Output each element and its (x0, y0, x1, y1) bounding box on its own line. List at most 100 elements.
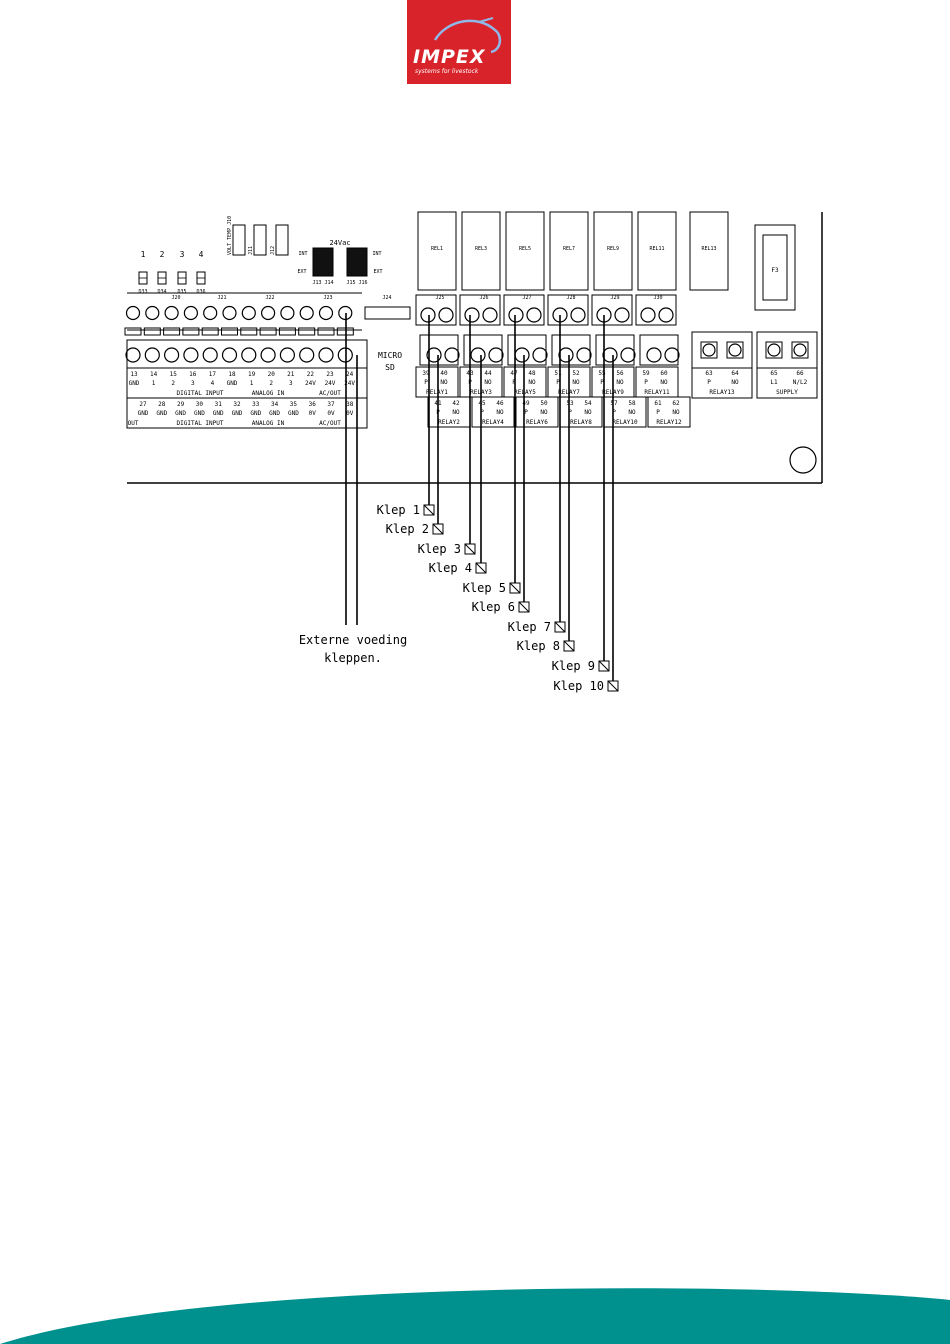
group-label: DIGITAL INPUT (177, 420, 224, 427)
ext-label: EXT (373, 269, 382, 275)
relay-name: RELAY10 (612, 419, 638, 426)
jumper-housing (232, 224, 246, 256)
terminal-screw (602, 347, 618, 363)
terminal-function: GND (250, 410, 261, 417)
relay-coil-label: REL9 (607, 246, 619, 252)
terminal-number: 21 (287, 371, 295, 378)
valve-symbol-diagonal (432, 523, 444, 535)
power-label-table (691, 367, 753, 399)
ext-label: EXT (297, 269, 306, 275)
relay-name: RELAY12 (656, 419, 682, 426)
terminal-number: 17 (209, 371, 217, 378)
terminal-screw (570, 307, 586, 323)
valve-label: Klep 10 (553, 679, 604, 693)
terminal-function: 24V (305, 380, 316, 387)
partial-label: OUT (128, 420, 139, 427)
terminal-number: 52 (572, 370, 580, 377)
terminal-screw (728, 343, 742, 357)
terminal-number: 53 (566, 400, 574, 407)
jumper-block (346, 247, 368, 277)
relay-name: RELAY4 (482, 419, 504, 426)
power-label-table (756, 367, 818, 399)
terminal-tab (201, 327, 219, 336)
terminal-screw (640, 307, 656, 323)
terminal-number: 44 (484, 370, 492, 377)
terminal-function: GND (175, 410, 186, 417)
terminal-number: 66 (796, 370, 804, 377)
terminal-number: 40 (440, 370, 448, 377)
terminal-screw (203, 305, 218, 321)
terminal-function: 0V (309, 410, 317, 417)
connector-id: J30 (653, 295, 662, 301)
connector-id: J25 (435, 295, 444, 301)
relay-coil-label: REL11 (649, 246, 664, 252)
terminal-screw (514, 347, 530, 363)
terminal-screw (444, 347, 460, 363)
relay-pin: NO (572, 379, 580, 386)
relay-terminal-block (591, 294, 633, 326)
terminal-function: GND (213, 410, 224, 417)
relay-pin: NO (731, 379, 739, 386)
relay-coil (549, 211, 589, 291)
fuse-label: F3 (771, 267, 779, 274)
terminal-screw (299, 305, 314, 321)
group-label: DIGITAL INPUT (177, 390, 224, 397)
terminal-number: 29 (177, 401, 185, 408)
terminal-function: GND (138, 410, 149, 417)
terminal-screw-square (765, 341, 783, 359)
relay-terminal-block (551, 334, 591, 366)
terminal-number: 28 (158, 401, 166, 408)
terminal-function: GND (288, 410, 299, 417)
external-supply-label: Externe voeding (299, 633, 407, 647)
valve-label: Klep 3 (418, 542, 461, 556)
valve-label: Klep 1 (377, 503, 420, 517)
terminal-screw-square (700, 341, 718, 359)
valve-symbol (598, 660, 610, 672)
terminal-screw (202, 347, 218, 363)
relay-pin: P (512, 379, 516, 386)
terminal-screw (261, 305, 276, 321)
terminal-screw (164, 347, 180, 363)
jumper-label: VOLT TEMP J10 (227, 216, 233, 255)
footer-band (0, 1288, 950, 1344)
terminal-screw (144, 347, 160, 363)
terminal-screw (260, 347, 276, 363)
relay-terminal-block (507, 334, 547, 366)
relay-label-table (515, 396, 559, 428)
led-number: 1 (141, 250, 146, 259)
terminal-number: 55 (598, 370, 606, 377)
relay-name: RELAY6 (526, 419, 548, 426)
terminal-function: GND (194, 410, 205, 417)
valve-symbol (509, 582, 521, 594)
valve-symbol-diagonal (554, 621, 566, 633)
terminal-screw (318, 347, 334, 363)
relay-pin: N/L2 (793, 379, 808, 386)
terminal-number: 15 (170, 371, 178, 378)
valve-symbol-diagonal (518, 601, 530, 613)
valve-symbol (475, 562, 487, 574)
terminal-screw (482, 307, 498, 323)
terminal-number: 18 (228, 371, 236, 378)
terminal-screw (222, 305, 237, 321)
terminal-function: 24V (325, 380, 336, 387)
terminal-number: 63 (705, 370, 713, 377)
terminal-screw (125, 305, 141, 321)
terminal-screw (664, 347, 680, 363)
terminal-number: 35 (290, 401, 298, 408)
terminal-number: 19 (248, 371, 256, 378)
terminal-number: 31 (215, 401, 223, 408)
relay-pin: P (524, 409, 528, 416)
int-label: INT (298, 251, 307, 257)
terminal-screw (279, 347, 295, 363)
valve-symbol (423, 504, 435, 516)
relay-name: RELAY13 (709, 389, 735, 396)
terminal-screw (241, 305, 256, 321)
terminal-number: 62 (672, 400, 680, 407)
valve-symbol (464, 543, 476, 555)
terminal-screw (145, 305, 160, 321)
terminal-number: 54 (584, 400, 592, 407)
relay-pin: P (556, 379, 560, 386)
led-id: D33 (138, 289, 147, 295)
terminal-screw (508, 307, 524, 323)
